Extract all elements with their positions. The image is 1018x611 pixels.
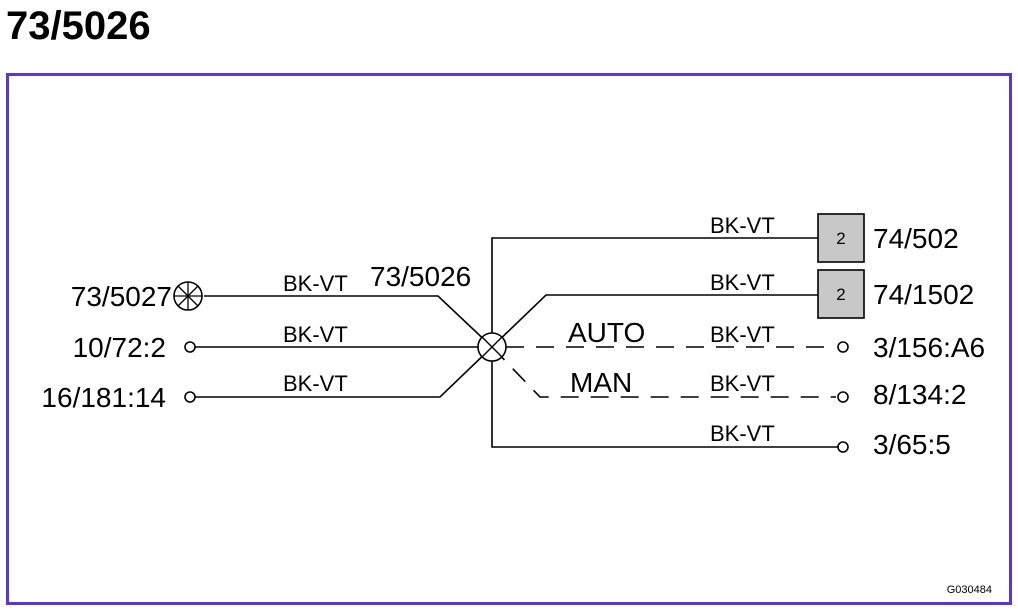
right-terminal-label-1: 74/502 — [873, 223, 959, 254]
wire-left-3 — [195, 346, 493, 398]
wire-right-2 — [491, 294, 818, 348]
terminal-circle-icon — [837, 391, 849, 403]
terminal-circle-icon — [837, 341, 849, 353]
mode-label-man: MAN — [570, 367, 632, 398]
center-connector-label: 73/5026 — [370, 261, 471, 292]
wire-color-label-right-3: BK-VT — [710, 322, 775, 347]
crossed-circle-icon — [477, 332, 507, 362]
wire-color-label-right-4: BK-VT — [710, 371, 775, 396]
box-connector-icon — [817, 269, 865, 319]
left-terminal-label-1: 73/5027 — [71, 281, 172, 312]
right-terminal-label-5: 3/65:5 — [873, 429, 951, 460]
left-terminal-label-2: 10/72:2 — [73, 332, 166, 363]
wire-color-label-right-1: BK-VT — [710, 213, 775, 238]
wire-color-label-right-2: BK-VT — [710, 270, 775, 295]
terminal-circle-icon — [184, 391, 196, 403]
wire-right-4 — [491, 346, 836, 398]
page-title: 73/5026 — [6, 4, 151, 48]
terminal-circle-icon — [184, 341, 196, 353]
wire-left-1 — [204, 295, 493, 348]
right-terminal-label-3: 3/156:A6 — [873, 332, 985, 363]
diagram-frame — [6, 73, 1012, 605]
terminal-circle-icon — [837, 441, 849, 453]
right-terminal-label-2: 74/1502 — [873, 279, 974, 310]
wire-right-1 — [491, 237, 818, 347]
box-connector-number-2: 2 — [836, 285, 845, 304]
wire-color-label-left-1: BK-VT — [283, 271, 348, 296]
lamp-icon — [173, 281, 203, 311]
wire-color-label-right-5: BK-VT — [710, 421, 775, 446]
wire-color-label-left-2: BK-VT — [283, 322, 348, 347]
mode-label-auto: AUTO — [568, 317, 645, 348]
right-terminal-label-4: 8/134:2 — [873, 379, 966, 410]
wire-right-5 — [491, 347, 838, 448]
box-connector-icon — [817, 213, 865, 263]
left-terminal-label-3: 16/181:14 — [41, 382, 166, 413]
wire-color-label-left-3: BK-VT — [283, 371, 348, 396]
drawing-reference: G030484 — [947, 584, 992, 596]
box-connector-number-1: 2 — [836, 229, 845, 248]
